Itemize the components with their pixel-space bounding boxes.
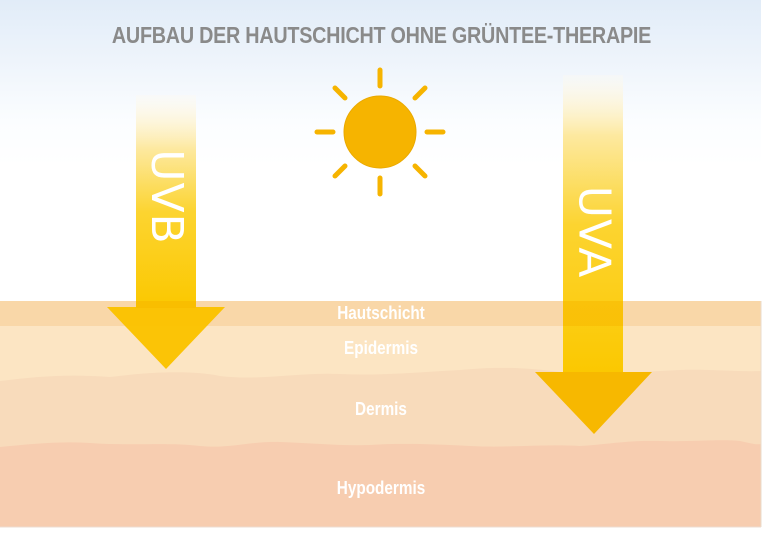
uvb-arrow bbox=[107, 95, 225, 369]
layer-hypodermis bbox=[0, 440, 761, 527]
sun-icon bbox=[314, 67, 446, 197]
layer-label-dermis: Dermis bbox=[355, 399, 407, 419]
layer-label-hypodermis: Hypodermis bbox=[336, 478, 426, 498]
layer-label-epidermis: Epidermis bbox=[344, 338, 418, 358]
diagram-title: AUFBAU DER HAUTSCHICHT OHNE GRÜNTEE-THER… bbox=[111, 22, 652, 48]
layer-label-hautschicht: Hautschicht bbox=[337, 303, 425, 323]
uva-label: UVA bbox=[568, 185, 620, 279]
uvb-label: UVB bbox=[140, 149, 192, 245]
uva-arrow bbox=[535, 75, 652, 434]
